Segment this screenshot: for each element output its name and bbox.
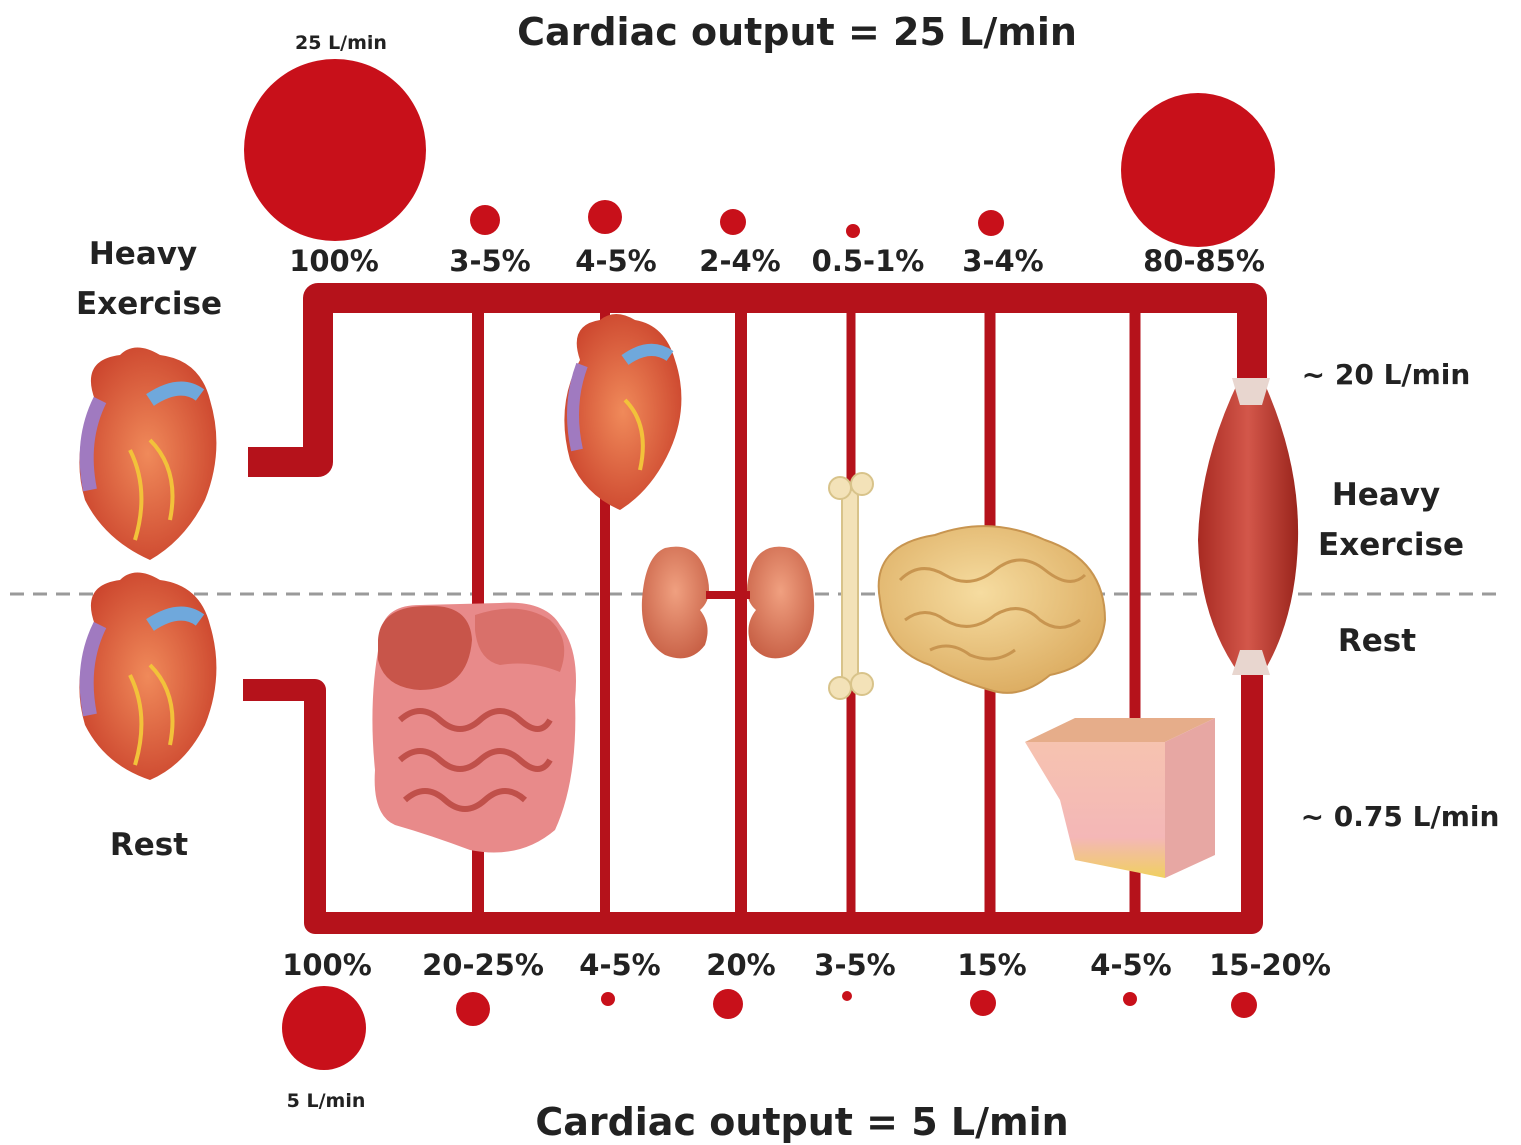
pct-rest-digestive: 20-25%	[422, 948, 544, 982]
left-exercise-label-2: Exercise	[76, 286, 222, 322]
pct-exercise-kidneys: 2-4%	[699, 244, 780, 278]
pct-exercise-heart: 4-5%	[575, 244, 656, 278]
circle-rest-total	[282, 986, 366, 1070]
circle-rest-brain	[970, 990, 996, 1016]
exercise-total-flow-label: 25 L/min	[295, 32, 387, 54]
right-rest-label: Rest	[1338, 623, 1416, 659]
right-exercise-label-2: Exercise	[1318, 527, 1464, 563]
kidneys-image	[642, 547, 814, 659]
title-rest: Cardiac output = 5 L/min	[535, 1100, 1068, 1144]
title-exercise: Cardiac output = 25 L/min	[517, 10, 1077, 54]
pct-rest-bone: 3-5%	[814, 948, 895, 982]
bone-image	[829, 473, 873, 699]
circle-rest-digestive	[456, 992, 490, 1026]
brain-image	[879, 526, 1105, 693]
muscle-rest-flow-label: ~ 0.75 L/min	[1301, 800, 1500, 833]
pct-rest-kidneys: 20%	[706, 948, 775, 982]
pct-rest-muscle: 15-20%	[1209, 948, 1331, 982]
circle-exercise-total	[244, 59, 426, 241]
circle-exercise-bone	[846, 224, 860, 238]
rest-percentage-labels: 100% 20-25% 4-5% 20% 3-5% 15% 4-5% 15-20…	[282, 948, 1331, 982]
muscle-image	[1198, 378, 1298, 675]
circle-exercise-heart	[588, 200, 622, 234]
pct-rest-brain: 15%	[957, 948, 1026, 982]
circle-exercise-muscle	[1121, 93, 1275, 247]
circle-rest-heart	[601, 992, 615, 1006]
rest-flow-circles	[282, 986, 1257, 1070]
pct-exercise-brain: 3-4%	[962, 244, 1043, 278]
circle-rest-kidneys	[713, 989, 743, 1019]
digestive-organs-image	[372, 603, 576, 853]
heart-coronary-image	[564, 314, 681, 510]
pct-rest-heart: 4-5%	[579, 948, 660, 982]
pct-exercise-muscle: 80-85%	[1143, 244, 1265, 278]
right-exercise-label-1: Heavy	[1332, 477, 1440, 513]
pct-rest-total: 100%	[282, 948, 372, 982]
exercise-flow-circles	[244, 59, 1275, 247]
circle-rest-bone	[842, 991, 852, 1001]
pct-rest-skin: 4-5%	[1090, 948, 1171, 982]
rest-total-flow-label: 5 L/min	[287, 1090, 366, 1112]
heart-rest-image	[79, 573, 216, 781]
circle-exercise-digestive	[470, 205, 500, 235]
pct-exercise-total: 100%	[289, 244, 379, 278]
circle-rest-muscle	[1231, 992, 1257, 1018]
circle-rest-skin	[1123, 992, 1137, 1006]
muscle-exercise-flow-label: ~ 20 L/min	[1302, 358, 1471, 391]
left-exercise-label-1: Heavy	[89, 236, 197, 272]
pct-exercise-bone: 0.5-1%	[812, 244, 925, 278]
circle-exercise-kidneys	[720, 209, 746, 235]
heart-exercise-image	[79, 348, 216, 561]
pct-exercise-digestive: 3-5%	[449, 244, 530, 278]
skin-image	[1025, 718, 1215, 878]
circle-exercise-brain	[978, 210, 1004, 236]
exercise-percentage-labels: 100% 3-5% 4-5% 2-4% 0.5-1% 3-4% 80-85%	[289, 244, 1265, 278]
left-rest-label: Rest	[110, 827, 188, 863]
